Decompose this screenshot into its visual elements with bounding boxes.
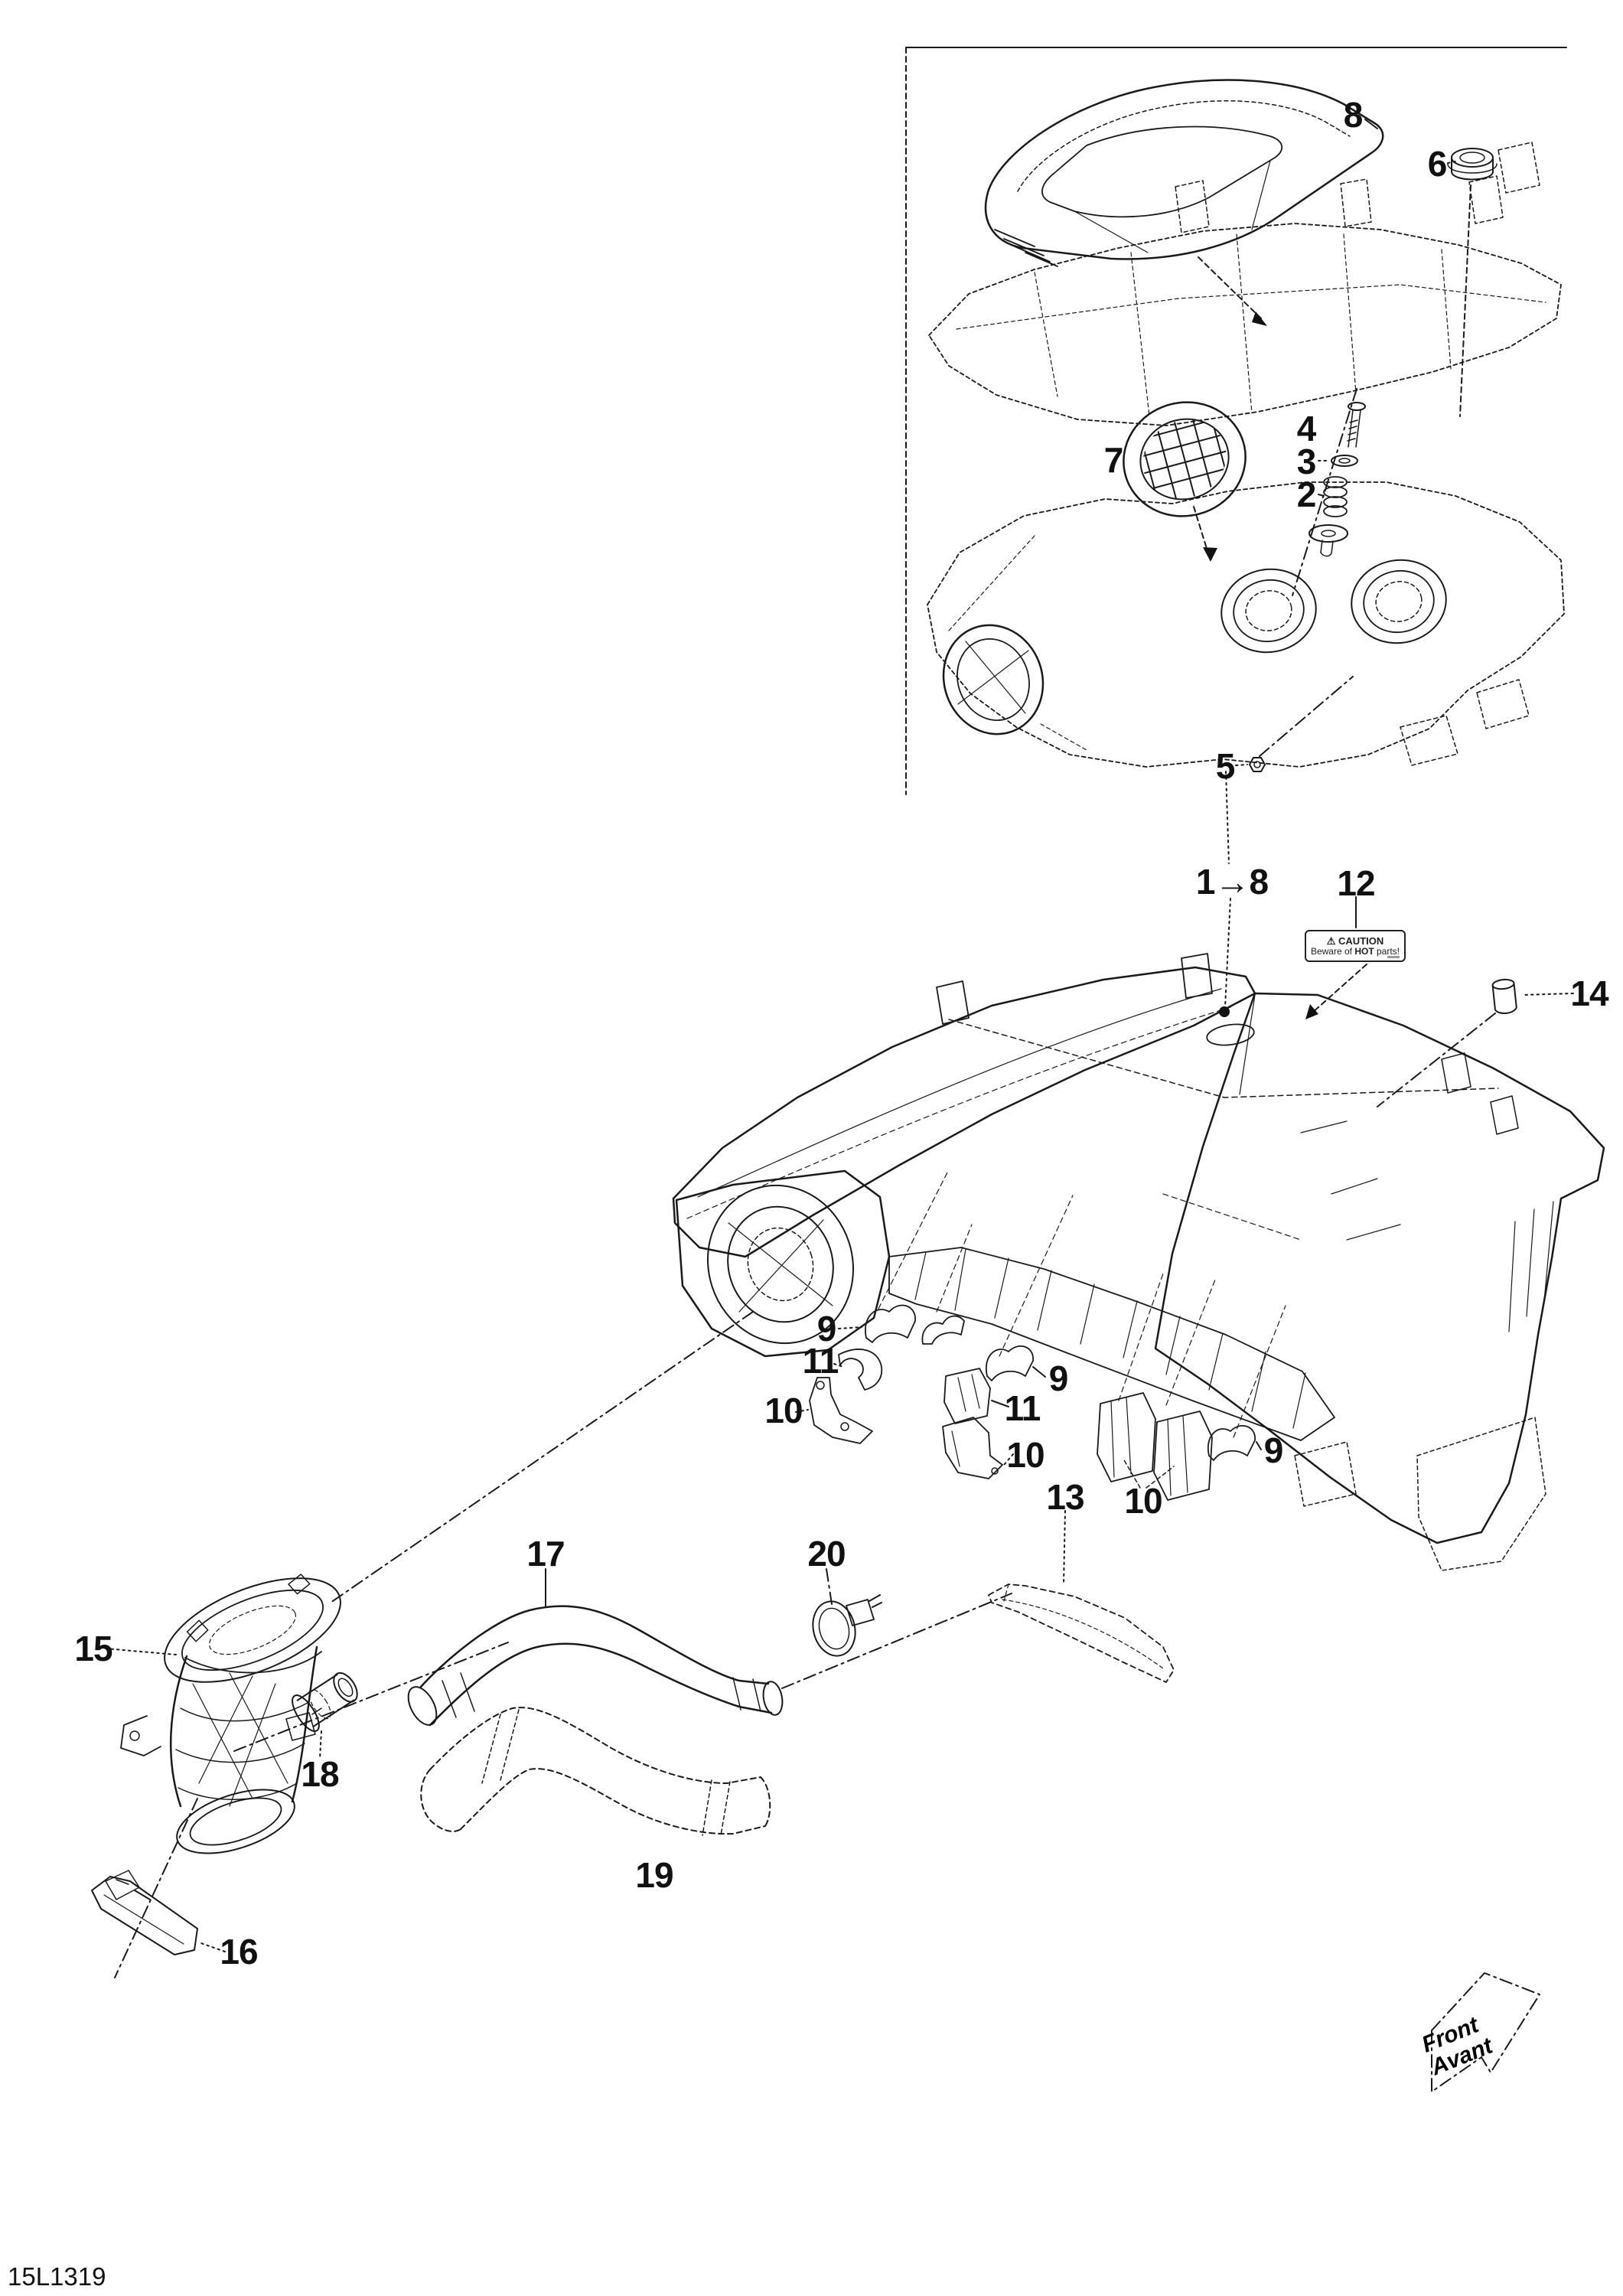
part-shield-drawing [988, 1510, 1175, 1683]
main-view-leaders [330, 896, 1574, 1603]
callout-19: 19 [635, 1855, 673, 1895]
part-hose-clamp-drawing [812, 1568, 882, 1657]
callout-1-to-8: 1→8 [1195, 862, 1269, 902]
callout-18: 18 [301, 1754, 339, 1794]
sheet-code: 15L1319 [8, 2262, 106, 2291]
airbox-assembly-drawing [672, 953, 1605, 1571]
callout-20: 20 [807, 1534, 846, 1574]
callout-8: 8 [1343, 95, 1364, 135]
part-fitting-drawing [233, 1642, 509, 1760]
part-upper-hose-drawing [407, 1568, 1012, 1727]
callout-3: 3 [1296, 442, 1317, 481]
inset-frame [905, 47, 1567, 795]
callout-9-b: 9 [1048, 1358, 1069, 1398]
clips-and-dampers-drawing [795, 1172, 1286, 1501]
sticker-part-code-mark [1387, 956, 1400, 958]
part-throttle-adapter-drawing [105, 1574, 341, 1978]
callout-11-b: 11 [1004, 1388, 1041, 1428]
callout-7: 7 [1103, 440, 1124, 480]
callout-9-c: 9 [1263, 1430, 1284, 1470]
callout-2: 2 [1296, 475, 1317, 514]
callout-4: 4 [1296, 409, 1317, 448]
hardware-stack-drawing [1292, 388, 1366, 596]
callout-16: 16 [220, 1932, 258, 1971]
callout-12: 12 [1337, 863, 1375, 903]
caution-sticker-body: Beware of HOT parts! [1310, 945, 1400, 957]
front-arrow-outline [1431, 1972, 1540, 2092]
lower-manifold-drawing [927, 481, 1565, 864]
callout-17: 17 [526, 1534, 565, 1574]
callout-13: 13 [1046, 1477, 1084, 1517]
callout-14: 14 [1570, 974, 1608, 1013]
part-rivet-drawing [1491, 978, 1517, 1014]
callout-6: 6 [1427, 144, 1448, 184]
part-cover-drawing [984, 79, 1384, 326]
upper-manifold-drawing [928, 142, 1562, 426]
callout-11-a: 11 [802, 1341, 839, 1381]
warning-icon: ⚠ [1326, 934, 1336, 947]
callout-15: 15 [74, 1629, 112, 1668]
part-clamp-strip-drawing [91, 1870, 226, 1955]
callout-10-c: 10 [1124, 1481, 1162, 1521]
callout-10-b: 10 [1006, 1435, 1045, 1475]
caution-sticker-title: ⚠ CAUTION [1326, 934, 1384, 947]
callout-10-a: 10 [764, 1391, 803, 1430]
part-lower-hose-drawing [420, 1707, 771, 1836]
callout-5: 5 [1215, 746, 1236, 786]
part-grommet-drawing [1447, 148, 1498, 417]
callout-9-a: 9 [816, 1309, 837, 1349]
caution-sticker: ⚠ CAUTION Beware of HOT parts! [1305, 930, 1406, 962]
